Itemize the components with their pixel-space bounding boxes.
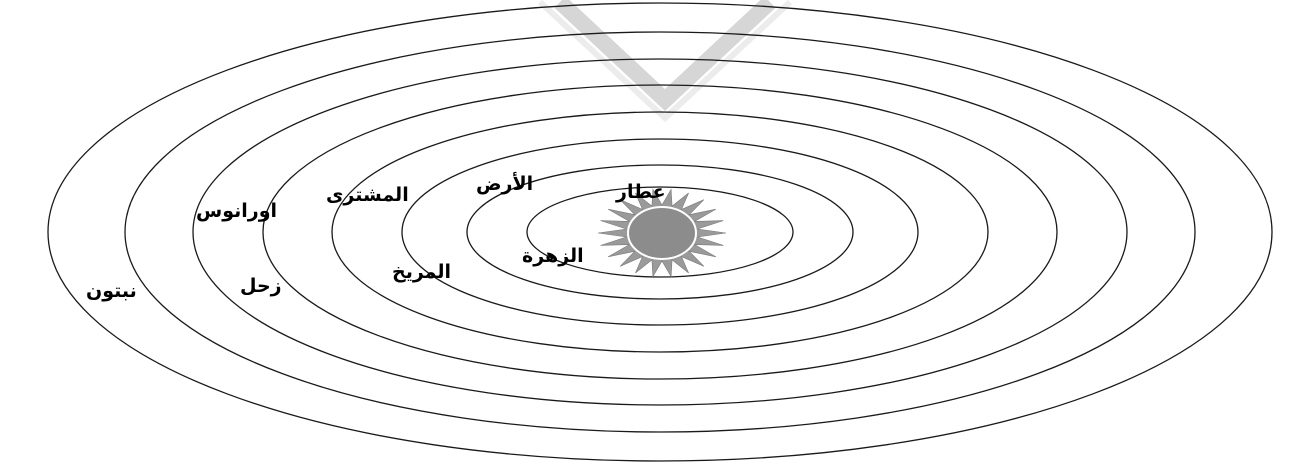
- label-mars: المريخ: [392, 261, 451, 283]
- label-neptune: نبتون: [86, 280, 137, 302]
- sun-disc: [628, 207, 696, 259]
- planet-labels: عطار الزهرة الأرض المريخ المشترى زحل اور…: [86, 172, 666, 302]
- label-jupiter: المشترى: [326, 184, 409, 206]
- watermark-chevron: [540, 2, 790, 118]
- label-venus: الزهرة: [522, 245, 584, 267]
- label-uranus: اورانوس: [196, 200, 277, 222]
- label-mercury: عطار: [615, 181, 666, 203]
- label-saturn: زحل: [240, 275, 282, 297]
- label-earth: الأرض: [476, 172, 533, 195]
